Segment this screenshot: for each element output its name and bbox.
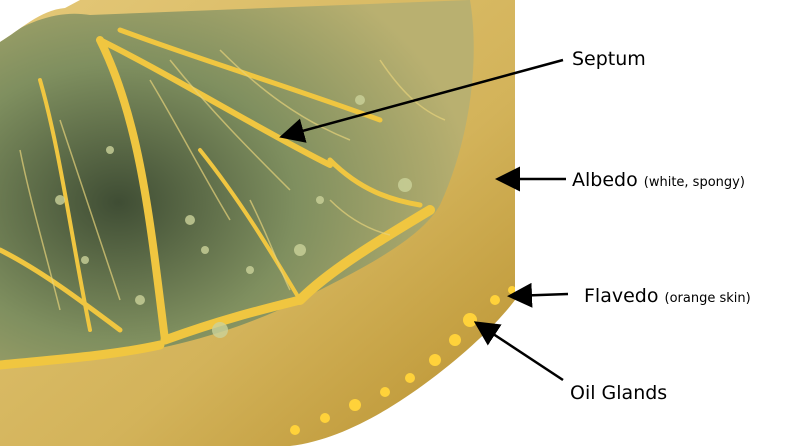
flavedo-note: (orange skin) [665, 291, 751, 306]
albedo-label-text: Albedo [572, 169, 638, 191]
albedo-note: (white, spongy) [644, 175, 745, 190]
septum-label: Septum [572, 48, 646, 70]
septum-label-text: Septum [572, 48, 646, 70]
flavedo-arrow [512, 294, 568, 296]
albedo-label: Albedo (white, spongy) [572, 169, 745, 194]
oil-glands-arrow [478, 324, 563, 380]
flavedo-label-text: Flavedo [584, 285, 658, 307]
oil-glands-label-text: Oil Glands [570, 382, 667, 404]
oil-glands-label: Oil Glands [570, 382, 667, 404]
flavedo-label: Flavedo (orange skin) [584, 285, 751, 310]
